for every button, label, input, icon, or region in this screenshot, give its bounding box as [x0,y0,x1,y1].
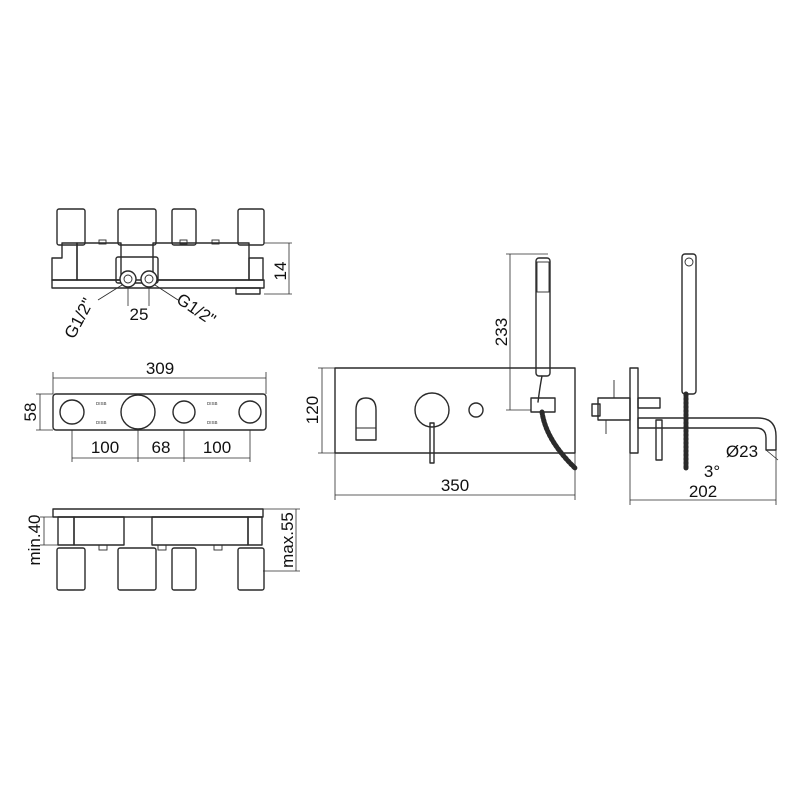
bottom-view-body-left [73,516,125,546]
front-handle-knob [414,392,450,428]
bottom-view-side-left [57,516,75,546]
hose [539,409,578,471]
top-view-cylinder-1 [56,208,86,246]
dim-top-depth: 14 [271,262,290,281]
thread-left-label: G1/2" [61,295,98,342]
dim-min-depth: min.40 [25,514,44,565]
side-hand-shower-head [684,257,694,267]
front-spout [355,397,377,441]
top-view-body-left-mid [76,242,122,281]
box-front-port-1 [59,399,85,425]
bottom-view-body-right [151,516,249,546]
box-front-port-2 [120,394,156,430]
top-view: 14 25 G1/2" G1/2" [51,208,292,342]
top-view-body-right [152,242,250,281]
bottom-view-cover [52,508,264,518]
dim-spout-angle: 3° [704,462,720,481]
box-front-view: DISB DISB DISB DISB 309 58 100 68 100 [21,359,267,462]
box-front-text-4: DISB [207,420,218,425]
box-front-port-3 [172,400,196,424]
box-front-port-4 [238,400,262,424]
bottom-view-tag-3 [213,544,223,551]
inlet-left-inner [123,274,133,284]
dim-spout-diameter: Ø23 [726,442,758,461]
box-front-text-2: DISB [96,420,107,425]
bottom-view-side-right [247,516,263,546]
front-plate [334,367,576,454]
side-view: Ø23 3° 202 [591,253,779,505]
top-view-body-right-end [248,257,264,281]
side-hand-shower [681,253,697,395]
box-front-text-1: DISB [96,401,107,406]
side-handle-lever [655,419,663,461]
dim-projection: 202 [689,482,717,501]
dim-pitch-3: 100 [203,438,231,457]
hand-shower-connector [537,375,543,403]
top-view-cylinder-2 [117,208,157,246]
side-body-cap [591,403,601,417]
box-front-body [52,393,267,431]
box-front-text-3: DISB [207,401,218,406]
top-view-cylinder-3 [171,208,197,246]
dim-plate-height: 120 [303,396,322,424]
bottom-view-cylinder-3 [171,547,197,591]
bottom-view: min.40 max.55 [25,508,300,591]
front-view: 120 233 350 [303,253,578,500]
thread-right-leader [154,284,179,301]
dim-pitch-2: 68 [152,438,171,457]
dim-max-depth: max.55 [278,512,297,568]
side-body [597,397,631,421]
inlet-right-inner [144,274,154,284]
side-wall-plate [629,367,639,454]
top-view-tag-1 [98,239,107,245]
top-view-foot [235,287,261,295]
top-view-tag-2 [179,239,188,245]
bottom-view-cylinder-2 [117,547,157,591]
dim-box-width: 309 [146,359,174,378]
dim-inlet-spacing: 25 [130,305,149,324]
top-view-body-left [51,242,78,281]
thread-right-label: G1/2" [173,290,219,330]
bottom-view-cylinder-1 [56,547,86,591]
bottom-view-cylinder-4 [237,547,265,591]
bottom-view-tag-2 [157,544,167,551]
inlet-fitting [115,256,159,284]
hand-shower-holder [530,397,556,413]
inlet-right [140,270,158,288]
thread-left-leader [97,284,123,301]
dim-box-height: 58 [21,403,40,422]
side-handle-base [637,397,661,409]
dim-pitch-1: 100 [91,438,119,457]
hand-shower-head [536,261,550,293]
top-view-tag-3 [211,239,220,245]
front-handle-lever [429,422,435,464]
dim-hand-shower-height: 233 [492,318,511,346]
bottom-view-tag-1 [98,544,108,551]
hand-shower [535,257,551,377]
front-diverter [468,402,484,418]
dim-plate-width: 350 [441,476,469,495]
top-view-cylinder-4 [237,208,265,246]
inlet-left [119,270,137,288]
